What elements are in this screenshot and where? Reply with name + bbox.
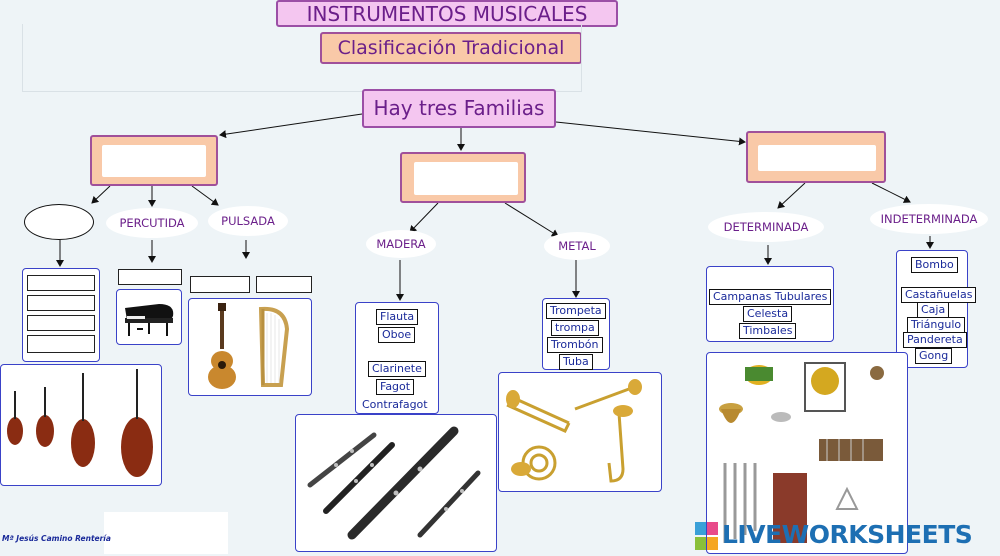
family-answer-input-percusion[interactable] xyxy=(758,145,876,171)
violin-family-image xyxy=(0,364,162,486)
percussion-image xyxy=(706,352,908,554)
word-triangulo[interactable]: Triángulo xyxy=(907,317,966,333)
tuned-percussion-list-panel: Campanas Tubulares Celesta Timbales xyxy=(706,266,834,342)
answer-blank[interactable] xyxy=(27,275,95,291)
word-pandereta[interactable]: Pandereta xyxy=(903,332,967,348)
answer-blank-percutida[interactable] xyxy=(118,269,182,285)
word-campanas-tubulares[interactable]: Campanas Tubulares xyxy=(709,289,832,305)
label-metal: METAL xyxy=(544,232,610,260)
word-trompa[interactable]: trompa xyxy=(551,320,599,336)
answer-blank-pulsada-1[interactable] xyxy=(190,276,250,293)
word-timbales[interactable]: Timbales xyxy=(739,323,797,339)
word-fagot[interactable]: Fagot xyxy=(376,379,415,395)
word-gong[interactable]: Gong xyxy=(915,348,953,364)
word-clarinete[interactable]: Clarinete xyxy=(368,361,426,377)
word-trompeta[interactable]: Trompeta xyxy=(546,303,606,319)
family-answer-input-cuerda[interactable] xyxy=(102,145,206,177)
family-box-percusion xyxy=(746,131,886,183)
word-caja[interactable]: Caja xyxy=(917,302,950,318)
woodwind-list-panel: Flauta Oboe Clarinete Fagot Contrafagot xyxy=(355,302,439,414)
classification-subtitle: Clasificación Tradicional xyxy=(320,32,582,64)
word-flauta[interactable]: Flauta xyxy=(376,309,419,325)
label-indeterminada: INDETERMINADA xyxy=(870,204,988,234)
label-determinada: DETERMINADA xyxy=(708,212,824,242)
word-trombon[interactable]: Trombón xyxy=(547,337,603,353)
bowed-answer-panel xyxy=(22,268,100,362)
answer-blank-pulsada-2[interactable] xyxy=(256,276,312,293)
brand-wordmark: LIVEWORKSHEETS xyxy=(722,520,973,549)
guitar-harp-icon xyxy=(208,303,290,389)
answer-blank[interactable] xyxy=(27,335,95,353)
label-percutida: PERCUTIDA xyxy=(106,208,198,238)
family-box-cuerda xyxy=(90,135,218,186)
violin-family-icon xyxy=(7,369,153,477)
blank-white-area xyxy=(104,512,228,554)
percussion-icon xyxy=(719,362,884,543)
answer-blank[interactable] xyxy=(27,295,95,311)
family-box-viento xyxy=(400,152,526,203)
liveworksheets-logo-icon xyxy=(694,520,720,552)
guitar-harp-image xyxy=(188,298,312,396)
label-pulsada: PULSADA xyxy=(208,206,288,236)
subcategory-blank-oval[interactable] xyxy=(24,204,94,240)
page-title: INSTRUMENTOS MUSICALES xyxy=(276,0,618,27)
word-tuba[interactable]: Tuba xyxy=(559,354,593,370)
word-oboe[interactable]: Oboe xyxy=(378,327,416,343)
word-contrafagot: Contrafagot xyxy=(362,398,428,411)
brass-image xyxy=(498,372,662,492)
piano-image xyxy=(116,289,182,345)
answer-blank[interactable] xyxy=(27,315,95,331)
grand-piano-icon xyxy=(125,304,174,336)
brass-icon xyxy=(506,379,642,483)
woodwind-image xyxy=(295,414,497,552)
woodwind-icon xyxy=(307,426,481,540)
author-credit: Mª Jesús Camino Rentería xyxy=(2,534,111,543)
word-bombo[interactable]: Bombo xyxy=(911,257,958,273)
decorative-frame xyxy=(22,24,582,92)
family-answer-input-viento[interactable] xyxy=(414,162,518,195)
families-header: Hay tres Familias xyxy=(362,89,556,128)
label-madera: MADERA xyxy=(366,230,436,258)
word-celesta[interactable]: Celesta xyxy=(743,306,793,322)
word-castanuelas[interactable]: Castañuelas xyxy=(901,287,977,303)
untuned-percussion-list-panel: Bombo Castañuelas Caja Triángulo Pandere… xyxy=(896,250,977,368)
brass-list-panel: Trompeta trompa Trombón Tuba xyxy=(542,298,610,370)
